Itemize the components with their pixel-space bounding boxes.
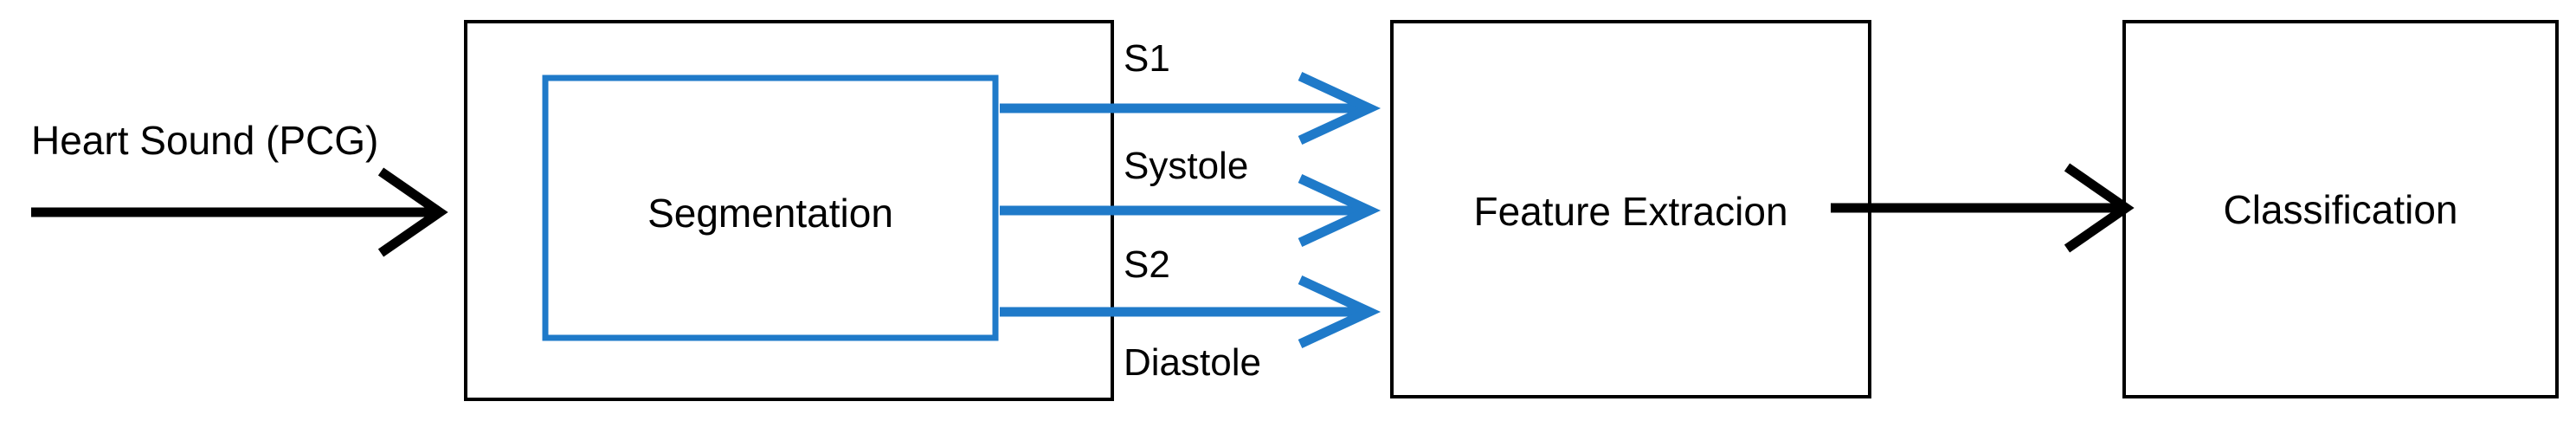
input-label: Heart Sound (PCG) [31,118,378,163]
segmentation-box [542,74,999,341]
diastole-arrow [1000,275,1381,348]
segmentation-label: Segmentation [647,191,893,236]
s2-label: S2 [1124,243,1170,286]
s1-label: S1 [1124,37,1170,80]
systole-arrow [1000,174,1381,247]
classification-label: Classification [2224,187,2458,232]
s1-arrow [1000,72,1381,145]
feature-extraction-label: Feature Extracion [1473,189,1787,234]
input-arrow [31,167,448,257]
classification-box [2122,20,2559,398]
diastole-label: Diastole [1124,341,1261,384]
systole-label: Systole [1124,145,1248,187]
classification-arrow [1831,163,2135,253]
